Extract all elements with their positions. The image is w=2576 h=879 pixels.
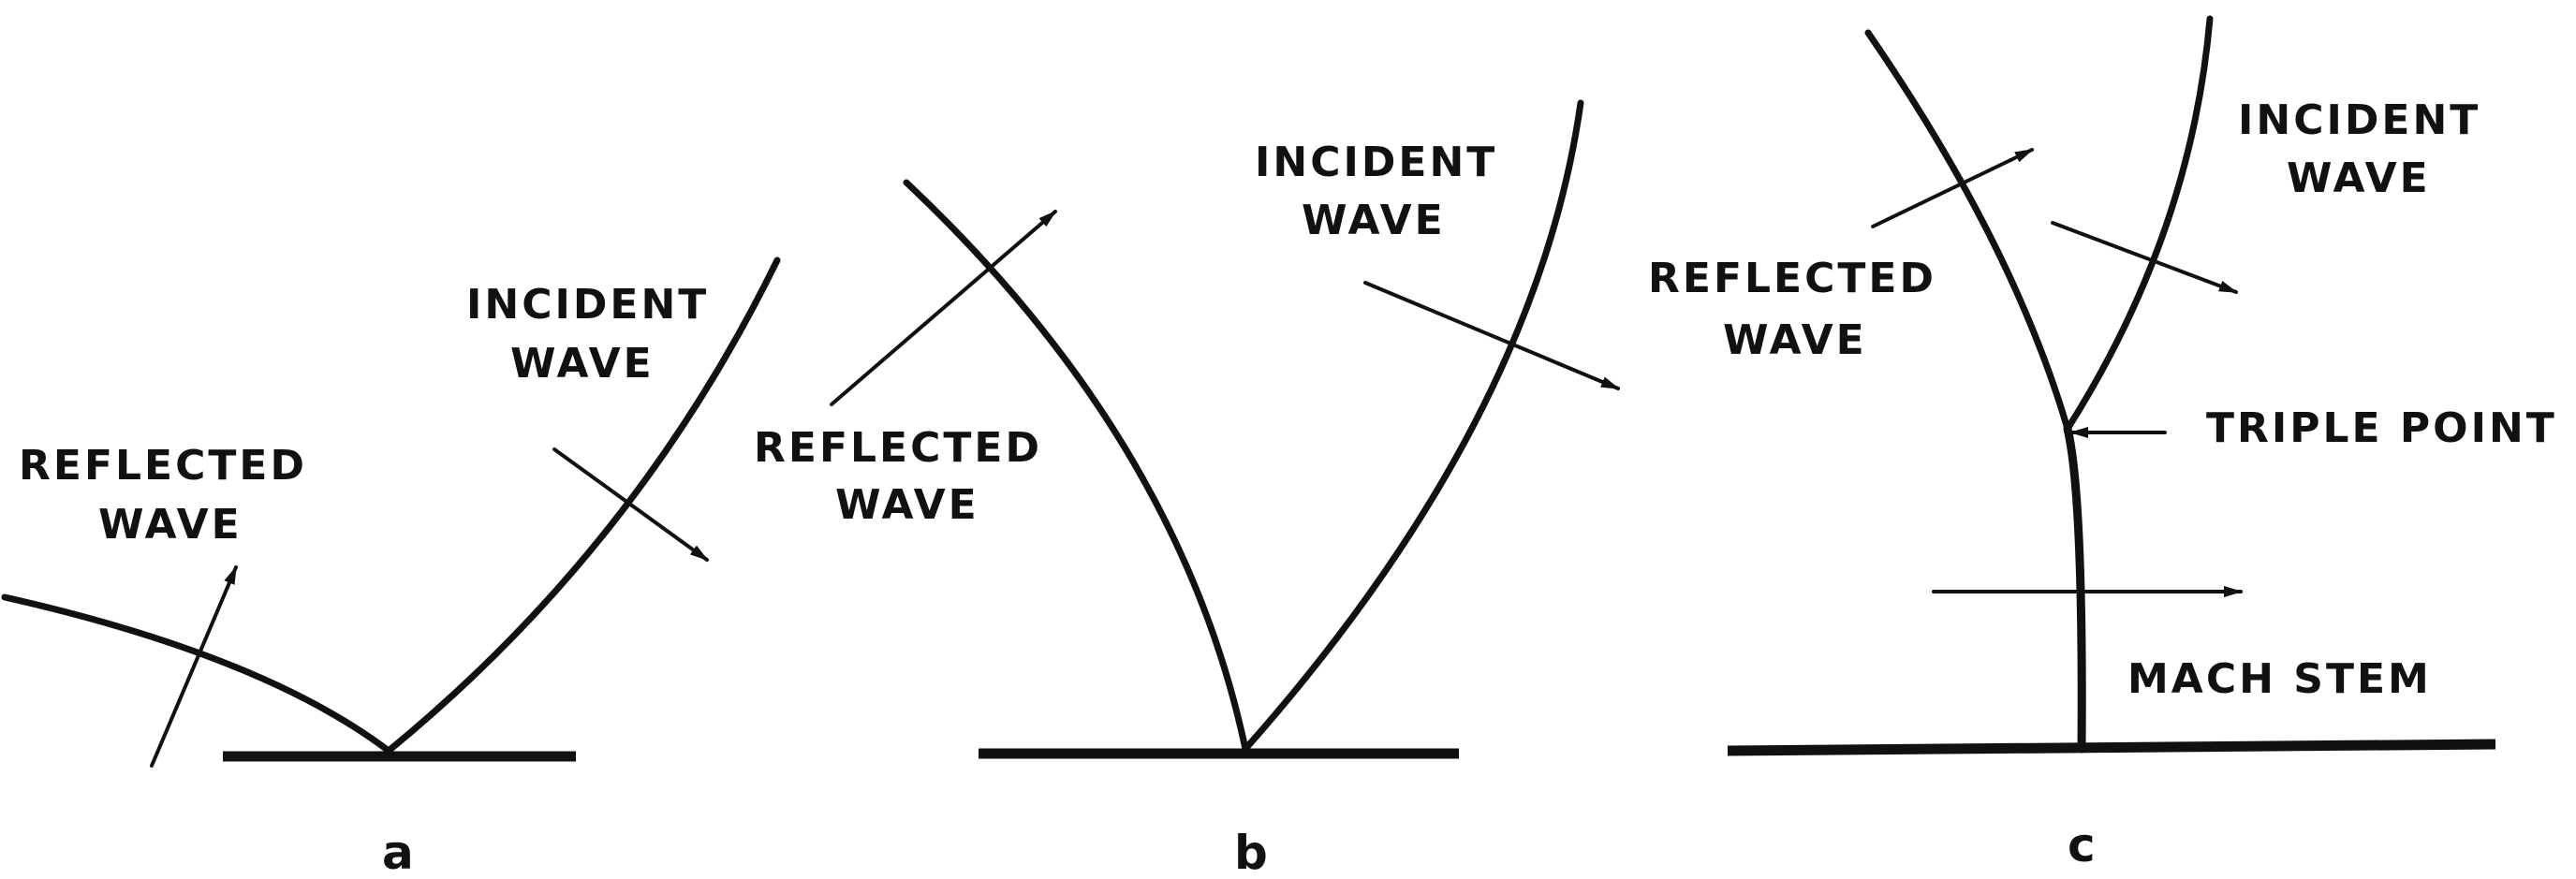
panel-c-incident-wave-front [2064,15,2214,432]
panel-c-incident-direction-arrow [2051,221,2238,294]
panel-b: REFLECTED WAVE INCIDENT WAVE b [754,99,1620,879]
panel-a-caption: a [382,826,414,879]
panel-b-reflected-wave-front [903,179,1249,753]
panel-c-mach-stem [2063,424,2086,754]
panel-c-caption: c [2068,818,2096,872]
panel-c-mach-stem-label: MACH STEM [2127,655,2432,703]
panel-c-incident-label-line2: WAVE [2287,154,2431,202]
svg-text:REFLECTED WAVE: REFLECTED WAVE [1648,255,1953,364]
panel-a-incident-label-line1: INCIDENT [466,281,709,329]
svg-text:REFLECTED WAVE: REFLECTED WAVE [19,442,324,549]
panel-b-reflected-direction-arrow [830,210,1057,406]
panel-b-incident-label-line2: WAVE [1302,197,1446,244]
panel-b-reflected-label-line1: REFLECTED [754,424,1042,472]
panel-c-ground-surface [1727,739,2496,756]
panel-a-reflected-label-line1: REFLECTED [19,442,307,490]
panel-c-incident-label-line1: INCIDENT [2238,96,2480,144]
panel-c-reflected-label-line2: WAVE [1723,316,1867,364]
svg-text:INCIDENT WAVE: INCIDENT WAVE [1255,139,1515,244]
panel-b-incident-wave-front [1242,99,1584,753]
panel-c-reflected-label-line1: REFLECTED [1648,255,1936,302]
panel-b-caption: b [1234,826,1268,879]
panel-a-reflected-direction-arrow [150,565,238,768]
panel-c-reflected-wave-front [1864,29,2071,432]
panel-a-incident-wave-front [385,256,781,754]
panel-a-incident-label-line2: WAVE [510,340,655,388]
panel-b-incident-direction-arrow [1363,281,1620,390]
svg-text:REFLECTED WAVE: REFLECTED WAVE [754,424,1059,529]
svg-text:INCIDENT WAVE: INCIDENT WAVE [2238,96,2498,202]
panel-a: REFLECTED WAVE INCIDENT WAVE a [1,256,781,879]
panel-a-incident-direction-arrow [552,447,709,562]
svg-text:INCIDENT WAVE: INCIDENT WAVE [466,281,727,388]
panel-c-triple-point-label: TRIPLE POINT [2206,404,2557,452]
panel-a-reflected-wave-front [1,593,392,754]
panel-c-reflected-direction-arrow [1871,148,2034,228]
panel-b-reflected-label-line2: WAVE [835,481,979,529]
panel-a-reflected-label-line2: WAVE [98,501,243,549]
panel-b-incident-label-line1: INCIDENT [1255,139,1497,186]
panel-c: REFLECTED WAVE INCIDENT WAVE TRIPLE POIN… [1648,15,2557,872]
